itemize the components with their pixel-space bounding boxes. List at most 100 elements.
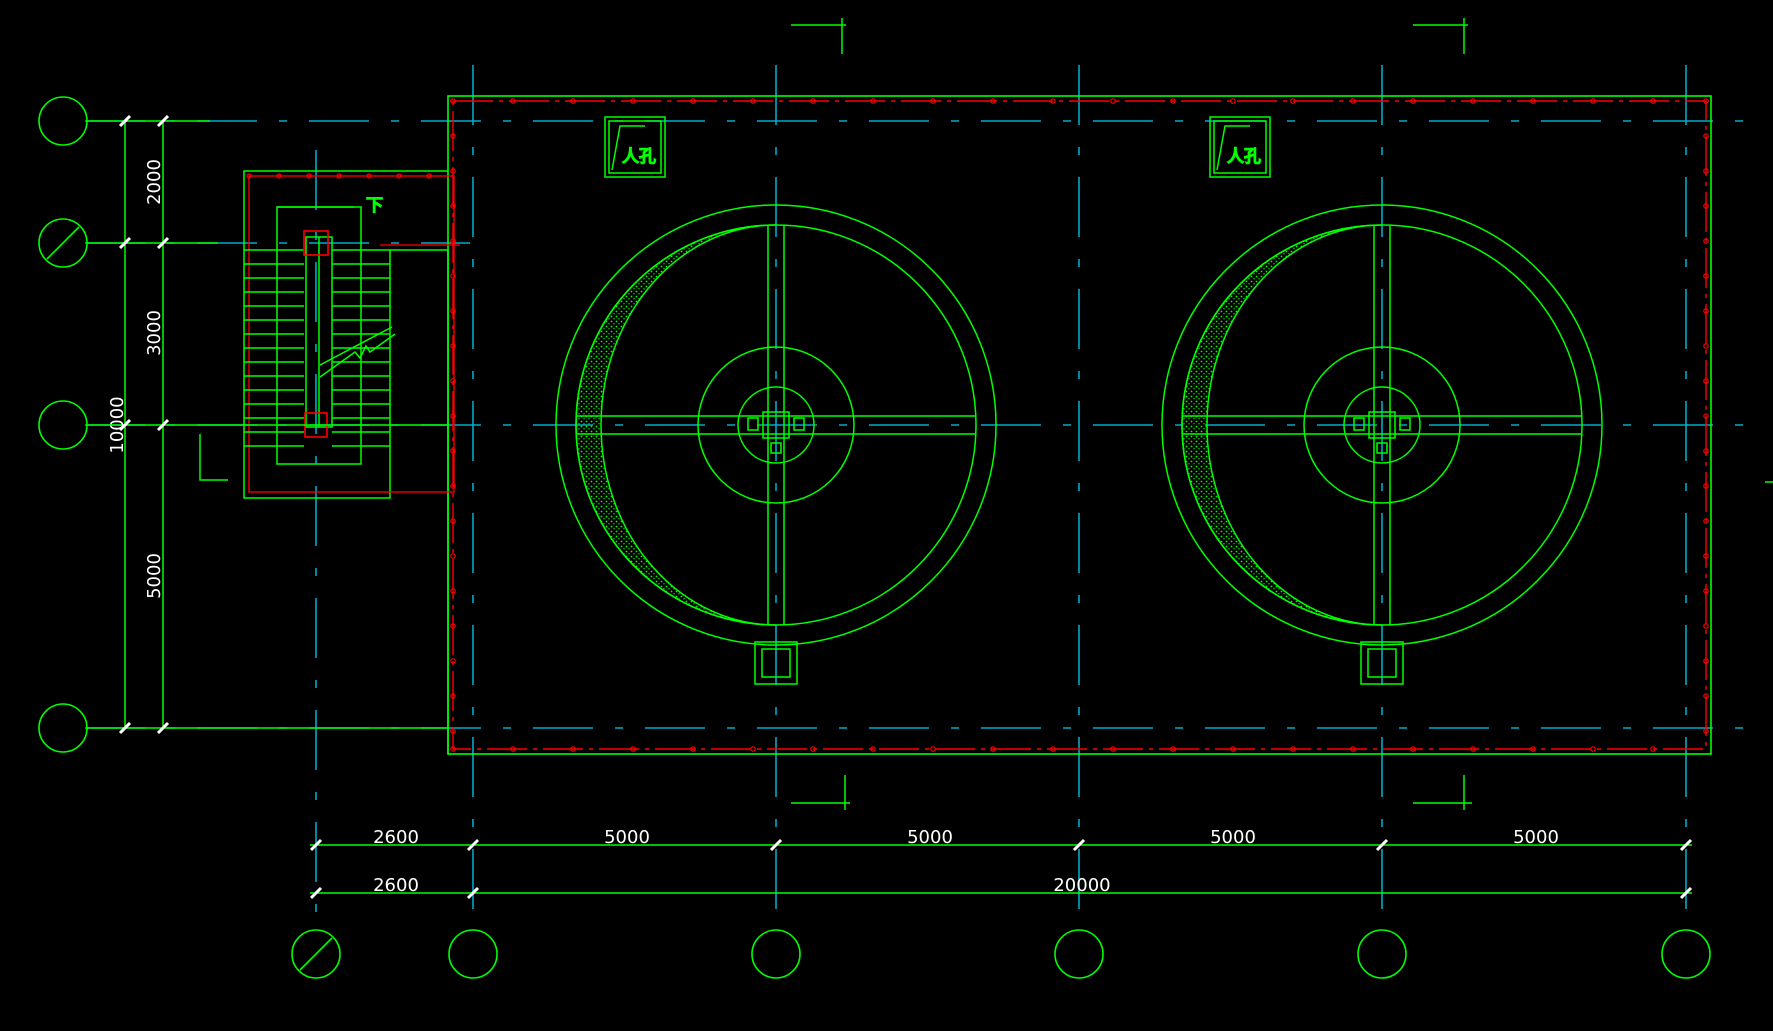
clarifier-left-center-pipe <box>737 386 815 464</box>
dim-tick <box>118 721 132 735</box>
dimensions <box>118 120 1692 894</box>
axis-bubble-col-6 <box>1661 929 1711 979</box>
rebar-dot <box>450 238 456 244</box>
manhole-left-outer <box>604 116 666 178</box>
rebar-dot <box>570 746 576 752</box>
dim-tick <box>769 838 783 852</box>
manhole-left-ladder <box>611 125 645 171</box>
rebar-dot <box>450 343 456 349</box>
rebar-dot <box>1110 746 1116 752</box>
axis-bubble-col-1 <box>291 929 341 979</box>
rebar-dot <box>1703 238 1709 244</box>
dim-v-seg-3: 5000 <box>144 553 165 599</box>
stair-break-line <box>319 333 396 378</box>
dim-tick <box>156 114 170 128</box>
rebar-dot <box>1170 98 1176 104</box>
dim-tick <box>156 236 170 250</box>
stair-post-top <box>303 230 329 256</box>
rebar-dot <box>1703 273 1709 279</box>
dim-tick <box>1375 838 1389 852</box>
clarifier-left-hub-small-b <box>770 442 782 454</box>
rebar-dot <box>630 746 636 752</box>
rebar-dot <box>1530 746 1536 752</box>
rebar-dot <box>1703 483 1709 489</box>
clarifier-left-outlet-inner <box>761 648 791 678</box>
axis-bubble-row-1 <box>38 96 88 146</box>
axis-bubble-row-4 <box>38 703 88 753</box>
rebar-dot <box>1703 588 1709 594</box>
manhole-right: 人孔 <box>1209 116 1271 178</box>
rebar-dot <box>1350 746 1356 752</box>
tank-rebar-line <box>452 100 1707 750</box>
rebar-dot <box>450 378 456 384</box>
clarifier-right-hub-small-r <box>1399 417 1411 431</box>
rebar-dot <box>450 728 456 734</box>
rebar-dot <box>870 98 876 104</box>
rebar-dot <box>450 588 456 594</box>
dim-h-row2-2: 20000 <box>1053 875 1110 896</box>
axis-bubble-col-1-slash <box>299 937 333 971</box>
clarifier-left-hub-small-l <box>747 417 759 431</box>
rebar-dot <box>1410 746 1416 752</box>
dim-tick <box>1072 838 1086 852</box>
rebar-dot <box>1703 658 1709 664</box>
rebar-dot <box>1590 746 1596 752</box>
clarifier-left-hub <box>762 411 790 439</box>
rebar-dot <box>450 746 456 752</box>
rebar-dot <box>810 746 816 752</box>
section-marks <box>199 18 1773 810</box>
clarifier-right-center-pipe <box>1343 386 1421 464</box>
rebar-dot <box>630 98 636 104</box>
clarifier-right-hub <box>1368 411 1396 439</box>
manhole-left-inner <box>608 120 662 174</box>
rebar-dot <box>1703 693 1709 699</box>
rebar-dot <box>1050 98 1056 104</box>
axis-bubble-col-3 <box>751 929 801 979</box>
rebar-dot <box>450 483 456 489</box>
rebar-dot <box>450 693 456 699</box>
rebar-dot <box>1410 98 1416 104</box>
axis-bubble-col-4 <box>1054 929 1104 979</box>
rebar-dot <box>1703 518 1709 524</box>
dim-h-row1-1: 2600 <box>373 827 419 848</box>
dim-h-row1-3: 5000 <box>907 827 953 848</box>
clarifier-right-center-well <box>1303 346 1461 504</box>
dim-tick <box>118 418 132 432</box>
rebar-dot <box>750 746 756 752</box>
manhole-left: 人孔 <box>604 116 666 178</box>
rebar-dot <box>1050 746 1056 752</box>
rebar-dot <box>450 133 456 139</box>
dim-h-row2-1: 2600 <box>373 875 419 896</box>
axis-bubble-col-2 <box>448 929 498 979</box>
clarifier-right-hub-small-b <box>1376 442 1388 454</box>
rebar-dot <box>450 203 456 209</box>
axis-bubble-col-5 <box>1357 929 1407 979</box>
rebar-dot <box>1230 98 1236 104</box>
rebar-dot <box>1170 746 1176 752</box>
dim-tick <box>1679 838 1693 852</box>
dim-v-seg-2: 3000 <box>144 310 165 356</box>
rebar-dot <box>1703 98 1709 104</box>
dim-tick <box>156 721 170 735</box>
manhole-right-label: 人孔 <box>1227 147 1261 167</box>
dim-tick <box>309 838 323 852</box>
rebar-dot <box>510 98 516 104</box>
rebar-dot <box>1703 728 1709 734</box>
rebar-dot <box>1703 448 1709 454</box>
dim-tick <box>1679 886 1693 900</box>
rebar-dot <box>1350 98 1356 104</box>
clarifier-right-outer-ring <box>1161 204 1603 646</box>
dim-tick <box>309 886 323 900</box>
rebar-dot <box>450 623 456 629</box>
dim-tick <box>118 236 132 250</box>
rebar-dot <box>510 746 516 752</box>
rebar-dot <box>450 448 456 454</box>
rebar-dot <box>1703 553 1709 559</box>
clarifier-left-hub-small-r <box>793 417 805 431</box>
clarifier-right-outlet <box>1360 641 1404 685</box>
rebar-dot <box>450 413 456 419</box>
axis-bubble-row-3 <box>38 400 88 450</box>
clarifier-left-weir-crescent <box>575 224 777 626</box>
rebar-dot <box>810 98 816 104</box>
